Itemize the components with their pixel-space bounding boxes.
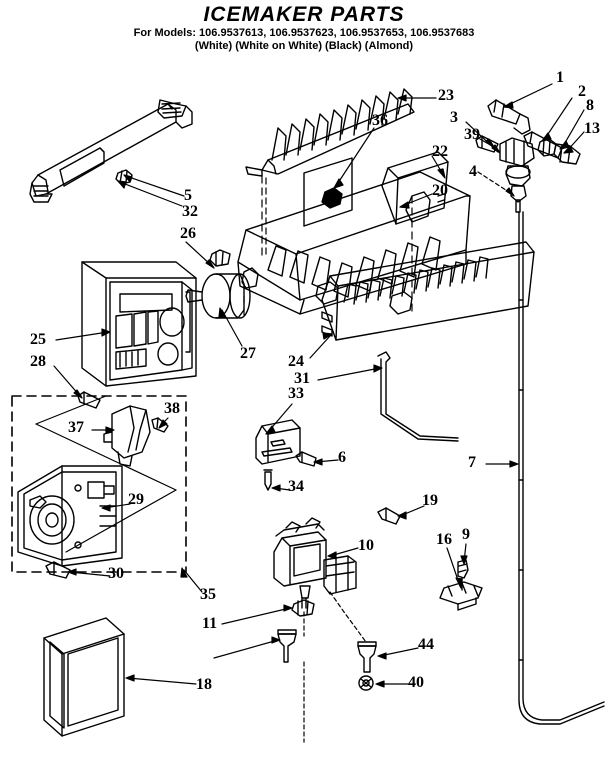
callout-2[interactable]: 2: [578, 83, 586, 100]
callout-29[interactable]: 29: [128, 491, 144, 508]
callout-20[interactable]: 20: [432, 182, 448, 199]
callout-13[interactable]: 13: [584, 120, 600, 137]
callout-11[interactable]: 11: [202, 615, 218, 632]
model-numbers-line: For Models: 106.9537613, 106.9537623, 10…: [133, 27, 475, 39]
callout-25[interactable]: 25: [30, 331, 46, 348]
water-valve-assembly-art: [475, 99, 581, 213]
callout-18[interactable]: 18: [196, 676, 212, 693]
motor-group-leader-lines: [35, 395, 177, 553]
callout-44[interactable]: 44: [418, 636, 434, 653]
callout-8[interactable]: 8: [586, 97, 594, 114]
callout-10[interactable]: 10: [358, 537, 374, 554]
callout-19[interactable]: 19: [422, 492, 438, 509]
callout-5[interactable]: 5: [184, 187, 192, 204]
callout-37[interactable]: 37: [68, 419, 84, 436]
callout-39[interactable]: 39: [464, 126, 480, 143]
callout-7[interactable]: 7: [468, 454, 476, 471]
callout-30[interactable]: 30: [108, 565, 124, 582]
thermostat-clip-art: [303, 157, 353, 227]
callout-4[interactable]: 4: [469, 163, 477, 180]
callout-40[interactable]: 40: [408, 674, 424, 691]
leader-lines: [53, 83, 585, 743]
callout-23[interactable]: 23: [438, 87, 454, 104]
callout-32[interactable]: 32: [182, 203, 198, 220]
ejector-blade-assembly-art: [245, 88, 415, 177]
water-supply-tube-art: [518, 211, 605, 725]
callout-27[interactable]: 27: [240, 345, 256, 362]
insulation-panel-art: [43, 617, 125, 737]
grommet-art: [291, 599, 315, 617]
fill-tube-assembly-art: [29, 99, 193, 203]
callout-3[interactable]: 3: [450, 109, 458, 126]
callout-22[interactable]: 22: [432, 143, 448, 160]
callout-9[interactable]: 9: [462, 526, 470, 543]
wire-shutoff-arm-art: [377, 351, 459, 442]
motor-support-plate-art: [17, 465, 123, 579]
finish-names-line: (White) (White on White) (Black) (Almond…: [194, 40, 414, 52]
push-in-clip-art: [277, 629, 377, 673]
callout-35[interactable]: 35: [200, 586, 216, 603]
washer-art: [358, 675, 374, 691]
icemaker-control-module-art: [77, 261, 197, 409]
callout-28[interactable]: 28: [30, 353, 46, 370]
callout-38[interactable]: 38: [164, 400, 180, 417]
callout-6[interactable]: 6: [338, 449, 346, 466]
callout-31[interactable]: 31: [294, 370, 310, 387]
diagram-header: ICEMAKER PARTS For Models: 106.9537613, …: [0, 0, 608, 53]
motor-assembly-group-box: [11, 395, 187, 573]
callout-24[interactable]: 24: [288, 353, 304, 370]
callout-16[interactable]: 16: [436, 531, 452, 548]
callout-1[interactable]: 1: [556, 69, 564, 86]
ice-stripper-art: [321, 241, 535, 341]
mounting-bracket-art: [255, 419, 317, 491]
page-title: ICEMAKER PARTS: [203, 3, 405, 26]
drive-motor-art: [103, 405, 169, 467]
ice-level-switch-assembly-art: [273, 517, 357, 609]
callout-26[interactable]: 26: [180, 225, 196, 242]
screw-19-art: [377, 507, 401, 525]
callout-33[interactable]: 33: [288, 385, 304, 402]
callout-36[interactable]: 36: [372, 112, 388, 129]
callout-34[interactable]: 34: [288, 478, 304, 495]
